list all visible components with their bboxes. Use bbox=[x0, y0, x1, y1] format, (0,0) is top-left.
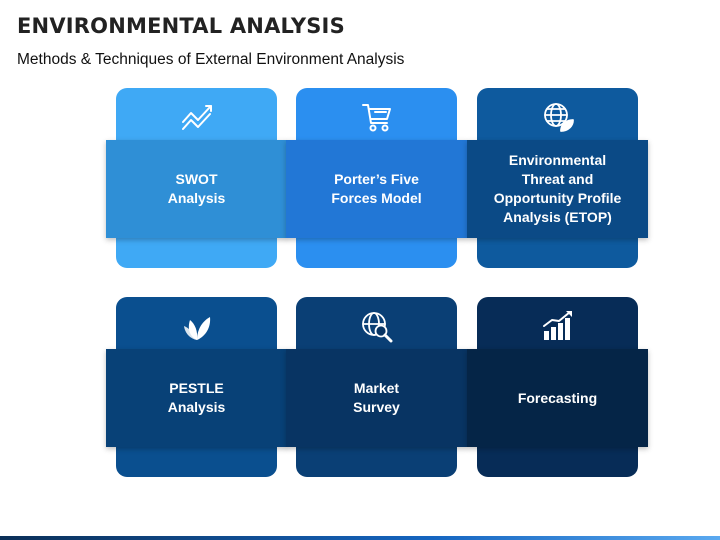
globe-leaf-icon bbox=[541, 100, 575, 134]
card-swot: SWOT Analysis bbox=[106, 88, 287, 268]
globe-search-icon bbox=[360, 309, 394, 343]
page-subtitle: Methods & Techniques of External Environ… bbox=[17, 51, 405, 68]
card-etop: Environmental Threat and Opportunity Pro… bbox=[467, 88, 648, 268]
card-body: PESTLE Analysis bbox=[106, 349, 287, 447]
leaf-icon bbox=[180, 309, 214, 343]
page-title: ENVIRONMENTAL ANALYSIS bbox=[17, 14, 345, 38]
bar-chart-growth-icon bbox=[541, 309, 575, 343]
card-porters-five-forces: Porter’s Five Forces Model bbox=[286, 88, 467, 268]
card-label: SWOT Analysis bbox=[167, 171, 226, 206]
bottom-accent-bar bbox=[0, 536, 720, 540]
card-label: Market Survey bbox=[353, 380, 400, 415]
card-body: Forecasting bbox=[467, 349, 648, 447]
card-body: Environmental Threat and Opportunity Pro… bbox=[467, 140, 648, 238]
card-market-survey: Market Survey bbox=[286, 297, 467, 477]
shopping-cart-icon bbox=[360, 100, 394, 134]
card-label: Environmental Threat and Opportunity Pro… bbox=[493, 152, 622, 225]
card-label: Forecasting bbox=[517, 389, 598, 406]
card-pestle: PESTLE Analysis bbox=[106, 297, 287, 477]
card-label: PESTLE Analysis bbox=[167, 380, 226, 415]
card-body: SWOT Analysis bbox=[106, 140, 287, 238]
card-body: Market Survey bbox=[286, 349, 467, 447]
card-label: Porter’s Five Forces Model bbox=[331, 171, 422, 206]
trend-line-icon bbox=[180, 100, 214, 134]
card-forecasting: Forecasting bbox=[467, 297, 648, 477]
card-body: Porter’s Five Forces Model bbox=[286, 140, 467, 238]
